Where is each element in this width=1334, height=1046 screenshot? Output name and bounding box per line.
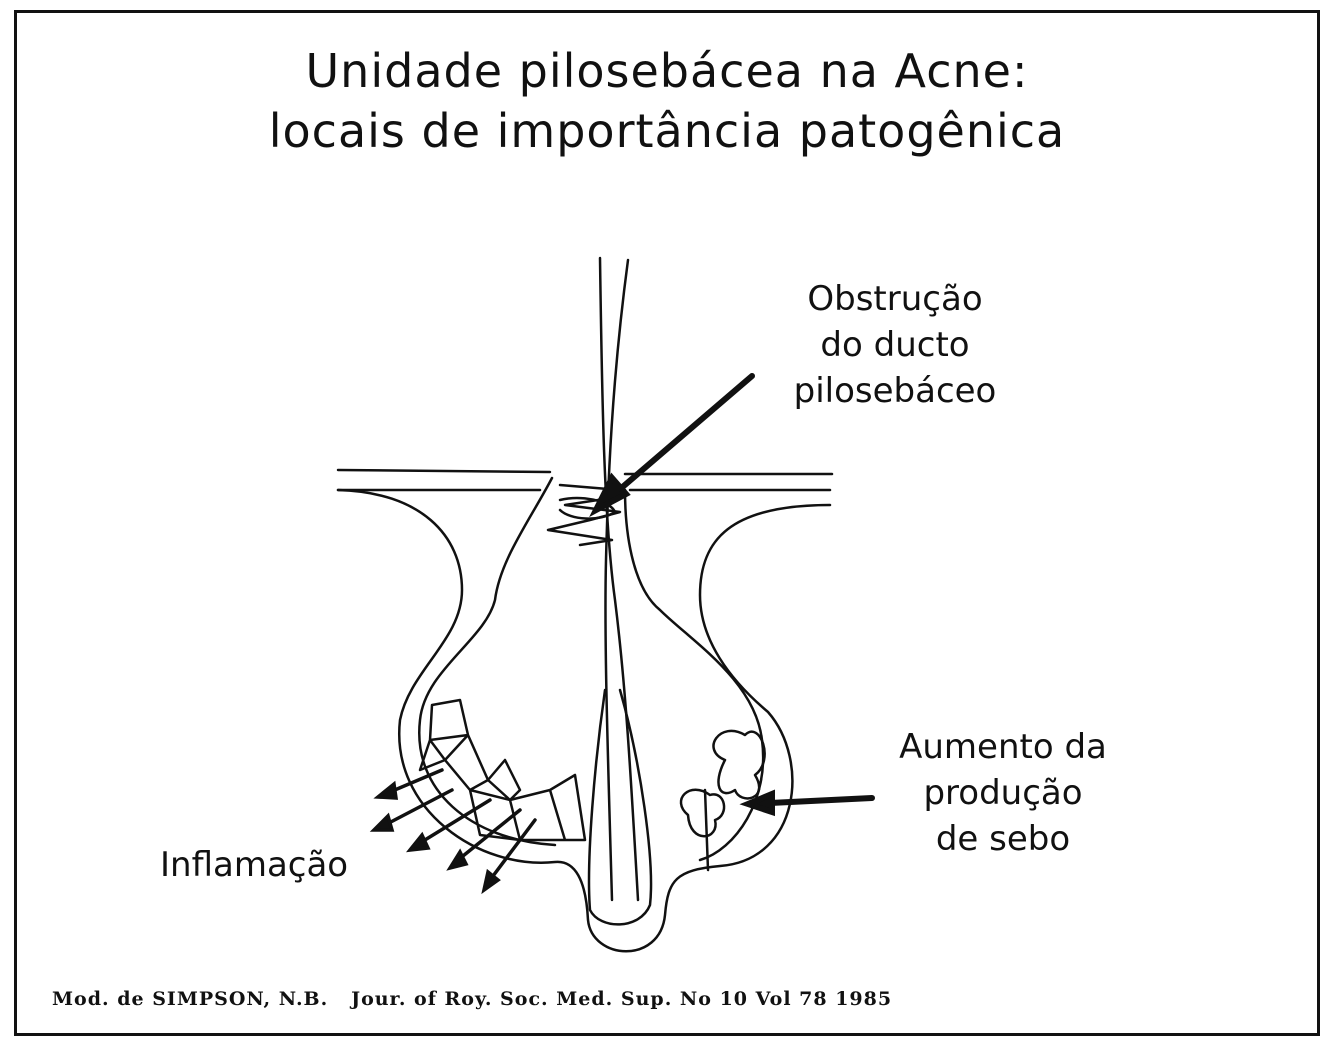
follicle-inner-wall [419,478,555,845]
label-obstruction: Obstrução do ducto pilosebáceo [740,276,1050,414]
citation: Mod. de SIMPSON, N.B. Jour. of Roy. Soc.… [52,988,892,1010]
label-obstruction-line-1: Obstrução [740,276,1050,322]
skin-surface-left [338,470,550,472]
sebaceous-gland-right [714,731,765,799]
label-sebum: Aumento da produção de sebo [848,724,1158,862]
label-obstruction-line-2: do ducto [740,322,1050,368]
label-sebum-line-1: Aumento da [848,724,1158,770]
sebaceous-gland-left [420,700,585,840]
label-obstruction-line-3: pilosebáceo [740,368,1050,414]
label-sebum-line-2: produção [848,770,1158,816]
label-inflammation: Inflamação [160,842,420,888]
label-sebum-line-3: de sebo [848,816,1158,862]
hair-root [589,690,651,924]
obstruction-arrow [612,376,752,496]
